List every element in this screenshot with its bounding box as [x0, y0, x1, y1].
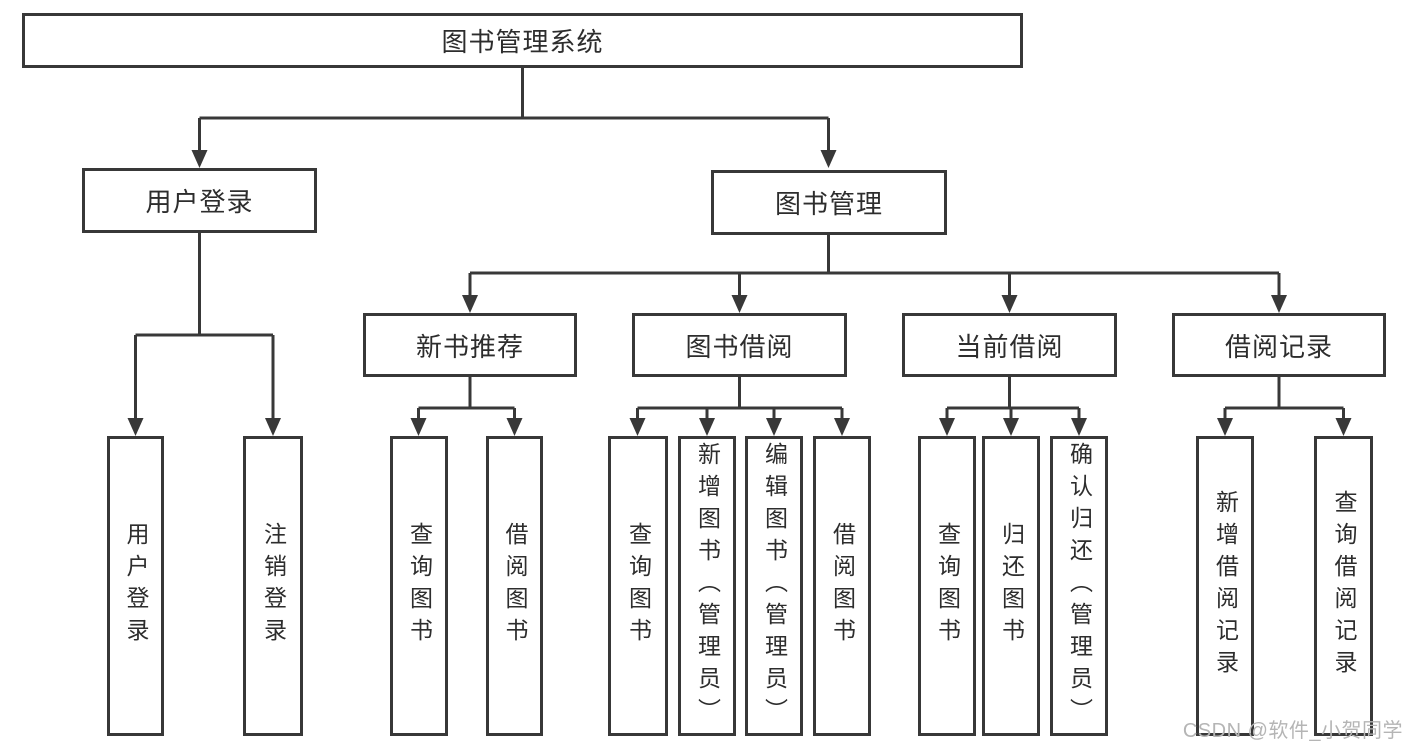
- leaf-newbook-query-books-label: 查询图书: [406, 522, 433, 650]
- leaf-newbook-borrow-books-label: 借阅图书: [502, 522, 528, 650]
- leaf-logout-label: 注销登录: [260, 522, 287, 650]
- leaf-user-login-label: 用户登录: [123, 522, 149, 650]
- leaf-records-query-record-label: 查询借阅记录: [1331, 490, 1357, 682]
- node-root: 图书管理系统: [22, 13, 1023, 68]
- edge-user-login-children: [134, 233, 275, 420]
- edge-records-children: [1223, 377, 1345, 420]
- edge-book-mgmt-children: [468, 235, 1281, 297]
- leaf-newbook-query-books: 查询图书: [390, 436, 448, 736]
- leaf-borrow-edit-books-admin: 编辑图书（管理员）: [745, 436, 803, 736]
- node-book-borrow-label: 图书借阅: [685, 331, 794, 362]
- edge-borrow-children: [636, 377, 844, 420]
- node-user-login-label: 用户登录: [145, 187, 254, 217]
- arrowheads: [127, 150, 1352, 436]
- edge-new-book-children: [417, 377, 516, 420]
- leaf-current-confirm-return-admin-label: 确认归还（管理员）: [1066, 442, 1093, 730]
- leaf-current-query-books: 查询图书: [918, 436, 976, 736]
- leaf-borrow-add-books-admin: 新增图书（管理员）: [678, 436, 736, 736]
- node-borrow-records-label: 借阅记录: [1224, 331, 1333, 362]
- leaf-borrow-edit-books-admin-label: 编辑图书（管理员）: [761, 442, 788, 730]
- node-book-management-label: 图书管理: [774, 189, 883, 219]
- node-borrow-records: 借阅记录: [1172, 313, 1386, 377]
- watermark: CSDN @软件_小贺同学: [1182, 720, 1403, 742]
- node-current-borrow: 当前借阅: [902, 313, 1117, 377]
- node-root-label: 图书管理系统: [441, 27, 604, 57]
- leaf-borrow-borrow-books-label: 借阅图书: [829, 522, 856, 650]
- leaf-records-add-record-label: 新增借阅记录: [1212, 490, 1239, 682]
- leaf-records-add-record: 新增借阅记录: [1196, 436, 1254, 736]
- leaf-logout: 注销登录: [243, 436, 303, 736]
- leaf-current-return-books-label: 归还图书: [998, 522, 1025, 650]
- node-book-borrow: 图书借阅: [632, 313, 847, 377]
- leaf-newbook-borrow-books: 借阅图书: [486, 436, 543, 736]
- node-book-management: 图书管理: [711, 170, 947, 235]
- leaf-borrow-borrow-books: 借阅图书: [813, 436, 871, 736]
- node-new-book-recommend-label: 新书推荐: [415, 331, 524, 362]
- leaf-current-return-books: 归还图书: [982, 436, 1040, 736]
- node-new-book-recommend: 新书推荐: [363, 313, 577, 377]
- edge-current-children: [945, 377, 1081, 420]
- leaf-user-login: 用户登录: [107, 436, 164, 736]
- leaf-current-query-books-label: 查询图书: [934, 522, 961, 650]
- node-user-login: 用户登录: [82, 168, 317, 233]
- leaf-borrow-query-books: 查询图书: [608, 436, 668, 736]
- leaf-current-confirm-return-admin: 确认归还（管理员）: [1050, 436, 1108, 736]
- leaf-records-query-record: 查询借阅记录: [1314, 436, 1373, 736]
- node-current-borrow-label: 当前借阅: [955, 331, 1064, 362]
- edge-root-to-branches: [198, 68, 830, 152]
- leaf-borrow-query-books-label: 查询图书: [625, 522, 652, 650]
- leaf-borrow-add-books-admin-label: 新增图书（管理员）: [694, 442, 721, 730]
